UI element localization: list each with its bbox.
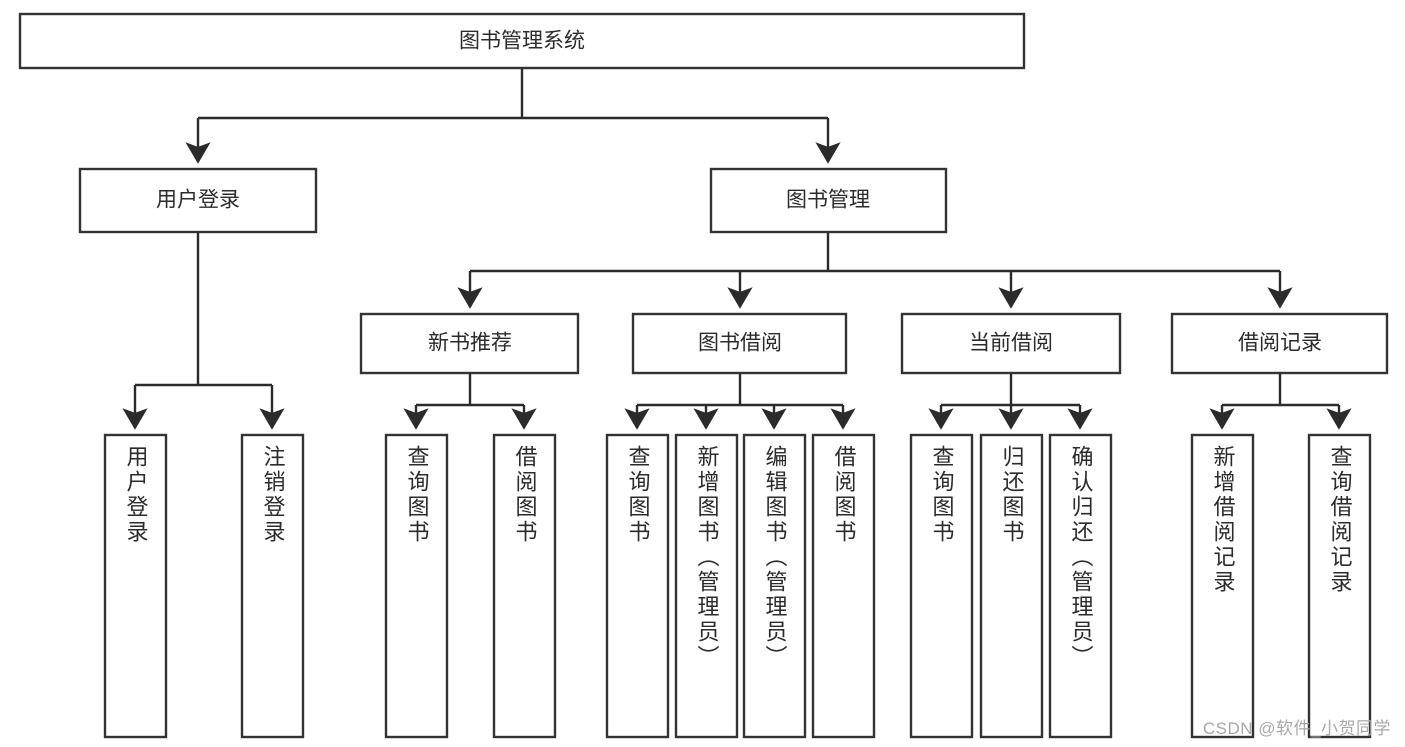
leaf-box-bb-add[interactable] [674, 433, 739, 739]
node-user-login[interactable]: 用户登录 [78, 167, 318, 234]
leaf-label-bb-query-wrap: 查询图书 [607, 435, 668, 737]
edge-group-book-manage [457, 232, 1293, 309]
leaf-box-cb-return[interactable] [979, 433, 1044, 739]
node-root[interactable]: 图书管理系统 [18, 12, 1026, 70]
node-new-book-box[interactable] [359, 312, 580, 375]
leaf-label-br-add-wrap: 新增借阅记录 [1192, 435, 1253, 737]
node-current-borrow[interactable]: 当前借阅 [900, 312, 1122, 375]
leaf-box-user-login[interactable] [103, 433, 168, 739]
node-book-borrow-label: 图书借阅 [698, 332, 782, 355]
leaf-label-bb-borrow: 借阅图书 [831, 445, 857, 545]
leaf-label-cb-confirm: 确认归还（管理员） [1068, 445, 1094, 670]
leaf-box-bb-borrow[interactable] [811, 433, 876, 739]
leaf-box-cb-query[interactable] [909, 433, 974, 739]
leaf-label-bb-query: 查询图书 [625, 445, 651, 545]
leaf-label-bb-borrow-wrap: 借阅图书 [813, 435, 874, 737]
leaf-box-nb-borrow[interactable] [492, 433, 557, 739]
node-new-book-label: 新书推荐 [428, 332, 512, 355]
leaf-box-br-add[interactable] [1190, 433, 1255, 739]
leaf-label-cb-return-wrap: 归还图书 [981, 435, 1042, 737]
leaf-label-nb-query-wrap: 查询图书 [386, 435, 447, 737]
leaf-box-nb-query[interactable] [384, 433, 449, 739]
leaf-label-cb-return: 归还图书 [999, 445, 1025, 545]
edge-group-root [185, 68, 841, 164]
leaf-label-cb-confirm-wrap: 确认归还（管理员） [1050, 435, 1111, 737]
leaf-label-nb-query: 查询图书 [404, 445, 430, 545]
leaf-box-bb-query[interactable] [605, 433, 670, 739]
leaf-label-bb-add: 新增图书（管理员） [694, 445, 720, 670]
node-book-borrow-box[interactable] [631, 312, 848, 375]
leaf-box-br-query[interactable] [1307, 433, 1372, 739]
leaf-box-group [103, 433, 1372, 739]
leaf-label-user-login-wrap: 用户登录 [105, 435, 166, 737]
node-borrow-record-label: 借阅记录 [1238, 332, 1322, 355]
node-new-book[interactable]: 新书推荐 [359, 312, 580, 375]
node-borrow-record[interactable]: 借阅记录 [1170, 312, 1389, 375]
edge-group-new-book [403, 373, 537, 430]
leaf-label-cb-query: 查询图书 [929, 445, 955, 545]
node-current-borrow-label: 当前借阅 [969, 332, 1053, 355]
edge-group-borrow-record [1209, 373, 1352, 430]
leaf-label-br-query-wrap: 查询借阅记录 [1309, 435, 1370, 737]
node-current-borrow-box[interactable] [900, 312, 1122, 375]
leaf-label-br-query: 查询借阅记录 [1327, 445, 1353, 595]
leaf-label-logout: 注销登录 [260, 445, 286, 545]
node-user-login-box[interactable] [78, 167, 318, 234]
edge-group-book-borrow [624, 373, 856, 430]
leaf-box-bb-edit[interactable] [742, 433, 807, 739]
edge-group-user-login [122, 232, 285, 430]
leaf-label-nb-borrow: 借阅图书 [512, 445, 538, 545]
edge-group-current-borrow [928, 373, 1093, 430]
leaf-label-bb-edit-wrap: 编辑图书（管理员） [744, 435, 805, 737]
leaf-label-cb-query-wrap: 查询图书 [911, 435, 972, 737]
leaf-label-user-login: 用户登录 [123, 445, 149, 545]
node-book-manage-label: 图书管理 [786, 189, 870, 212]
leaf-label-bb-edit: 编辑图书（管理员） [762, 445, 788, 670]
node-root-box[interactable] [18, 12, 1026, 70]
node-borrow-record-box[interactable] [1170, 312, 1389, 375]
leaf-label-nb-borrow-wrap: 借阅图书 [494, 435, 555, 737]
node-user-login-label: 用户登录 [156, 189, 240, 212]
leaf-box-logout[interactable] [240, 433, 305, 739]
leaf-label-logout-wrap: 注销登录 [242, 435, 303, 737]
node-book-manage[interactable]: 图书管理 [709, 167, 948, 234]
leaf-box-cb-confirm[interactable] [1048, 433, 1113, 739]
node-book-manage-box[interactable] [709, 167, 948, 234]
node-book-borrow[interactable]: 图书借阅 [631, 312, 848, 375]
leaf-label-bb-add-wrap: 新增图书（管理员） [676, 435, 737, 737]
leaf-label-br-add: 新增借阅记录 [1210, 445, 1236, 595]
node-root-label: 图书管理系统 [459, 30, 585, 53]
